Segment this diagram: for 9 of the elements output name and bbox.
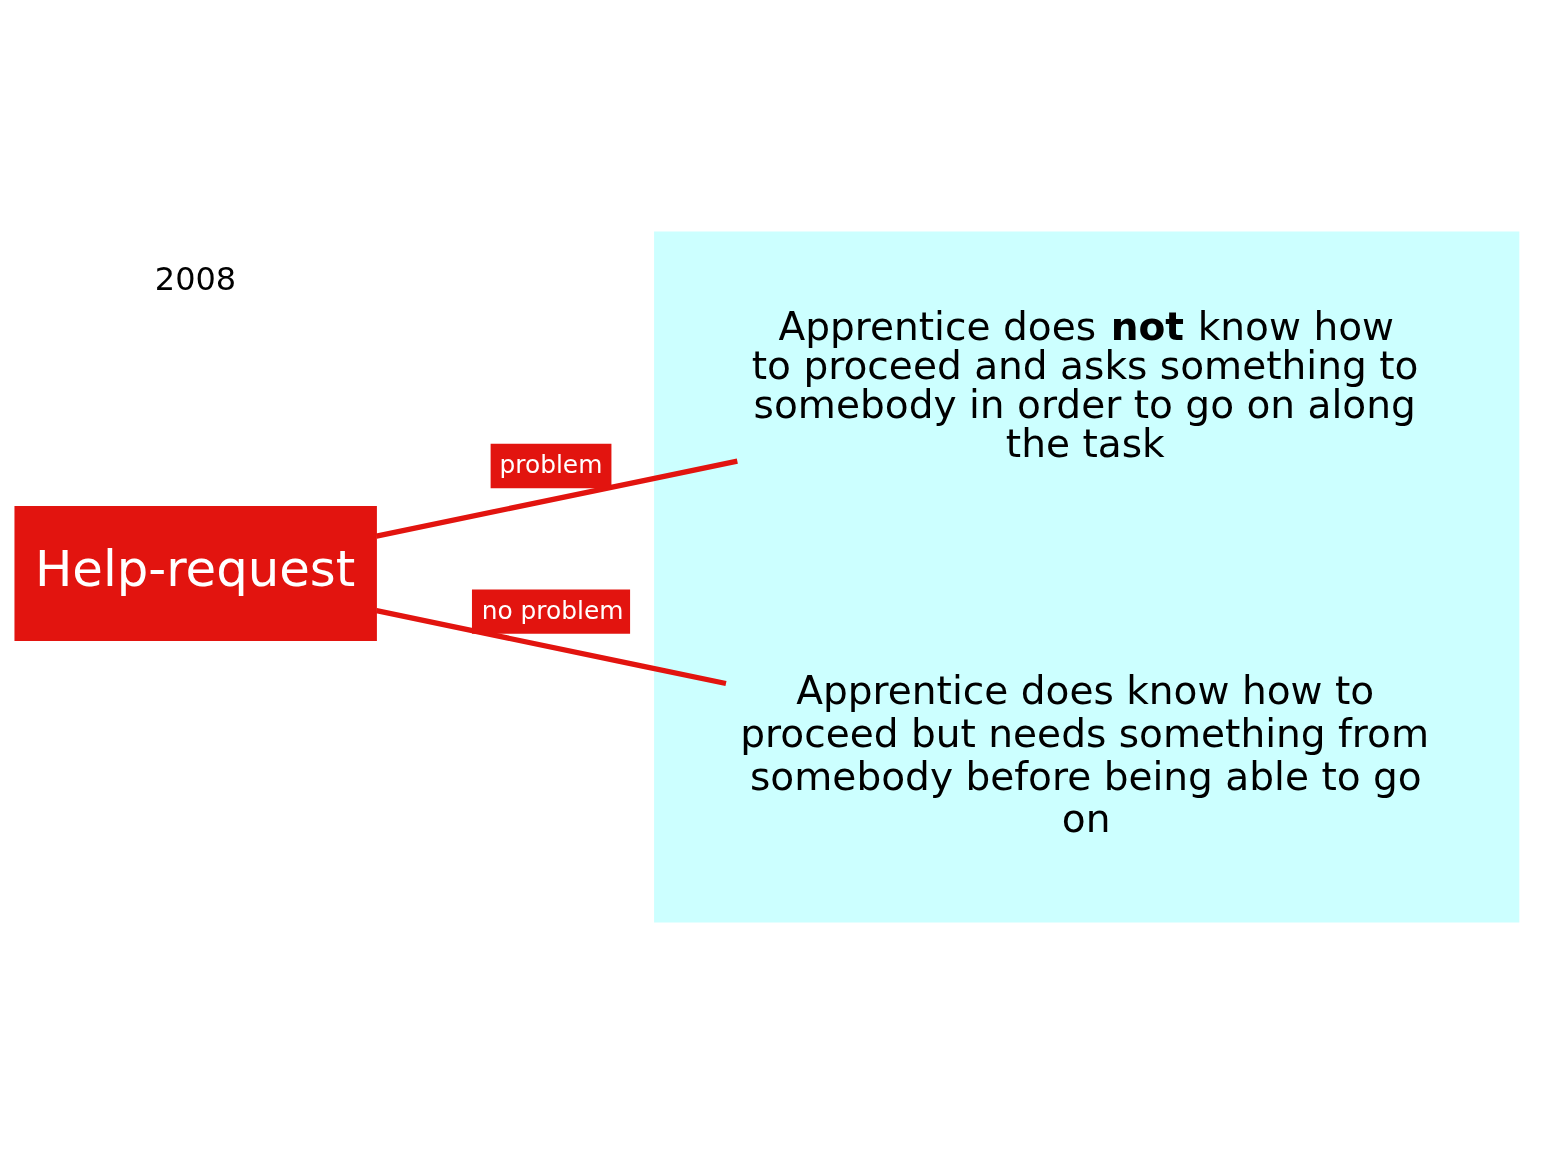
label: 2008 xyxy=(154,259,237,298)
cluster xyxy=(654,230,1520,923)
edge-label: no problem xyxy=(481,595,624,625)
node-text: Apprentice does know how to proceed but needs something from somebody before being able to go on xyxy=(740,667,1429,841)
connector xyxy=(375,607,727,686)
node-text: Apprentice does not know how to proceed and asks something to somebody in order to go on along the task xyxy=(751,303,1419,466)
node-box: Help-request xyxy=(14,505,377,641)
edge-label: problem xyxy=(499,449,603,479)
connector xyxy=(375,457,738,539)
